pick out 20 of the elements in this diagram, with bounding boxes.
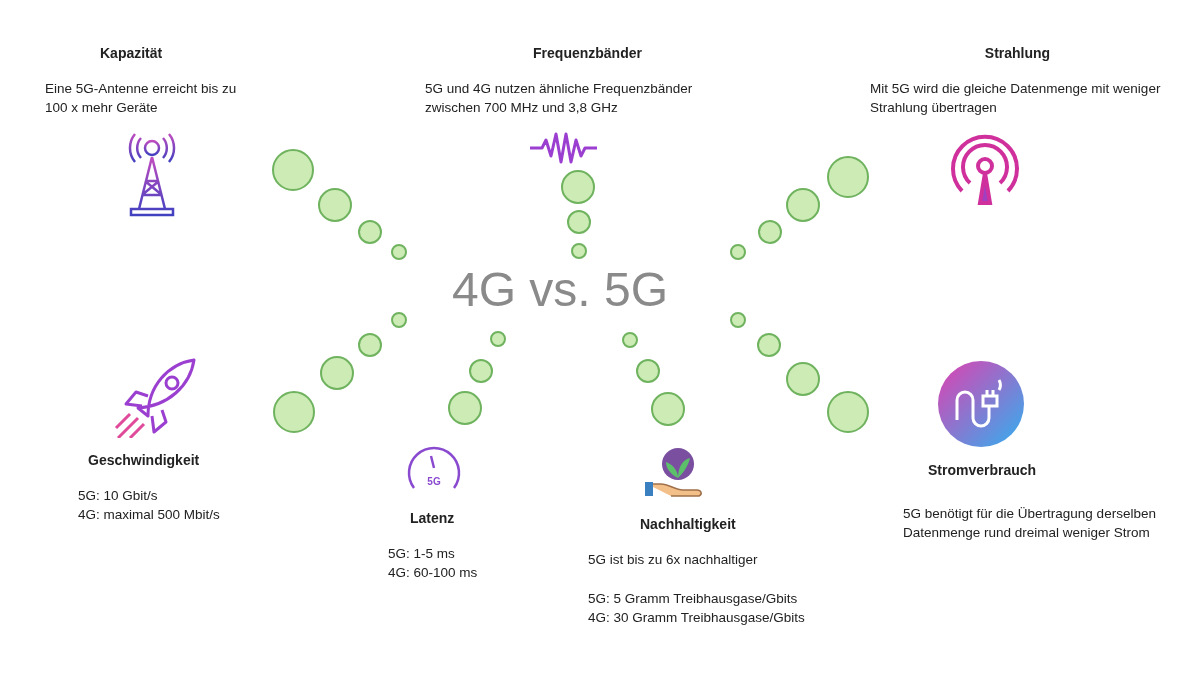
topic-description: Mit 5G wird die gleiche Datenmenge mit weniger Strahlung übertragen	[870, 80, 1162, 117]
icon-label: 5G	[427, 476, 441, 487]
topic-description: 5G: 1-5 ms	[388, 545, 455, 563]
topic-description: 4G: 30 Gramm Treibhausgase/Gbits	[588, 609, 805, 627]
topic-description: 4G: 60-100 ms	[388, 564, 478, 582]
topic-description: 5G und 4G nutzen ähnliche Frequenzbänder zwischen 700 MHz und 3,8 GHz	[425, 80, 694, 117]
topic-description: 5G benötigt für die Übertragung derselben Datenmenge rund dreimal weniger Strom	[903, 505, 1157, 542]
topic-description: 5G: 5 Gramm Treibhausgase/Gbits	[588, 590, 798, 608]
topic-heading: Kapazität	[100, 45, 163, 61]
topic-heading: Frequenzbänder	[533, 45, 642, 61]
topic-heading: Geschwindigkeit	[88, 452, 200, 468]
topic-description: 5G ist bis zu 6x nachhaltiger	[588, 551, 758, 569]
topic-description: 4G: maximal 500 Mbit/s	[78, 506, 220, 524]
topic-heading: Nachhaltigkeit	[640, 516, 736, 532]
topic-description: 5G: 10 Gbit/s	[78, 487, 158, 505]
title-text: 4G vs. 5G	[452, 262, 669, 317]
topic-description: Eine 5G-Antenne erreicht bis zu 100 x mehr Geräte	[45, 80, 238, 117]
topic-heading: Latenz	[410, 510, 455, 526]
topic-heading: Strahlung	[984, 45, 1051, 61]
topic-heading: Stromverbrauch	[928, 462, 1037, 478]
